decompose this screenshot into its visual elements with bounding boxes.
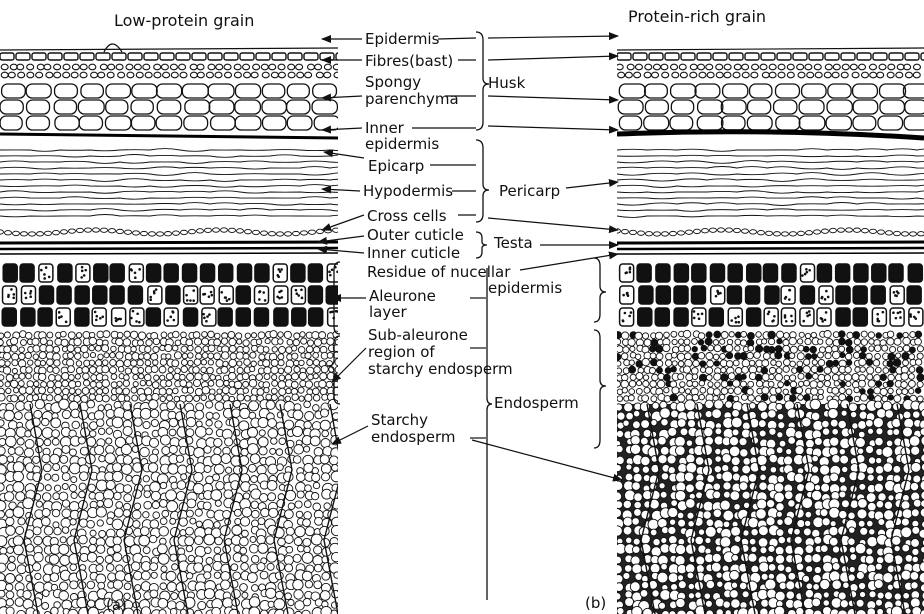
label-hypodermis: Hypodermis xyxy=(363,182,453,200)
panel-b-title: Protein-rich grain xyxy=(628,7,766,26)
arrow-residue-right xyxy=(520,254,618,270)
label-spongy-1: Spongy xyxy=(365,73,421,91)
label-cross-cells: Cross cells xyxy=(367,207,447,225)
group-pericarp: Pericarp xyxy=(499,182,560,200)
panel-a-drawing xyxy=(0,44,360,614)
panel-b-cross-cells xyxy=(614,228,924,236)
label-sub-aleurone-1: Sub-aleurone xyxy=(368,326,468,344)
panel-a-caption: (a) xyxy=(106,596,127,614)
panel-b-starchy-endosperm xyxy=(612,399,924,614)
panel-b-drawing xyxy=(612,25,924,614)
arrow-spongy-left xyxy=(322,96,362,98)
panel-b-caption: (b) xyxy=(585,594,606,612)
brace-pericarp xyxy=(476,140,489,222)
arrow-spongy-right xyxy=(488,96,618,100)
panel-a-inner-epidermis-band xyxy=(0,134,338,138)
label-starchy-1: Starchy xyxy=(371,411,428,429)
brace-right-aleurone xyxy=(594,258,606,322)
group-testa: Testa xyxy=(493,234,533,252)
brace-right-endosperm xyxy=(594,330,606,448)
brace-testa xyxy=(476,232,487,258)
arrow-pericarp-right xyxy=(566,182,618,188)
arrow-cross-left xyxy=(322,215,364,230)
label-aleurone-2: layer xyxy=(369,303,407,321)
arrow-inner-right xyxy=(488,126,618,130)
arrow-epicarp-left xyxy=(324,152,364,158)
pointer-arrows xyxy=(318,36,622,480)
panel-b-sub-aleurone-region xyxy=(614,330,924,402)
panel-a-epidermis xyxy=(0,44,350,60)
panel-a-cuticles xyxy=(0,242,338,254)
panel-b-spongy-parenchyma xyxy=(618,84,924,130)
panel-a-cross-cells xyxy=(0,228,340,236)
label-outer-cuticle: Outer cuticle xyxy=(367,226,464,244)
panel-a-title: Low-protein grain xyxy=(114,11,254,30)
label-spongy-2: parenchyma xyxy=(365,90,459,108)
arrow-outer-cuticle-left xyxy=(318,236,364,242)
label-inner-2: epidermis xyxy=(365,135,439,153)
panel-a-spongy-parenchyma xyxy=(0,84,340,130)
panel-b-epidermis xyxy=(617,25,924,60)
group-husk: Husk xyxy=(488,74,526,92)
panel-a-sub-aleurone-region xyxy=(0,331,342,403)
label-epidermis: Epidermis xyxy=(365,30,440,48)
group-endosperm: Endosperm xyxy=(494,394,579,412)
label-sub-aleurone-2: region of xyxy=(368,343,435,361)
panel-a-fibres xyxy=(1,64,341,78)
label-sub-aleurone-3: starchy endosperm xyxy=(368,360,513,378)
arrow-starchy-right xyxy=(472,440,622,480)
label-inner-cuticle: Inner cuticle xyxy=(367,244,460,262)
panel-b-epicarp-hypodermis xyxy=(617,149,924,218)
label-fibres: Fibres(bast) xyxy=(365,52,453,70)
panel-b-aleurone-layer xyxy=(620,264,923,326)
panel-a-aleurone-layer xyxy=(2,264,341,326)
arrow-hypodermis-left xyxy=(322,189,360,191)
panel-a-starchy-endosperm xyxy=(0,399,342,614)
label-residue-2: epidermis xyxy=(488,279,562,297)
arrow-fibres-right xyxy=(488,56,618,60)
brace-endosperm xyxy=(487,268,492,600)
panel-b-inner-epidermis-band xyxy=(617,132,924,138)
panel-a-epicarp-hypodermis xyxy=(0,149,360,217)
panel-b-cuticles xyxy=(617,242,924,254)
arrow-inner-left xyxy=(322,128,362,130)
arrow-cross-right xyxy=(488,218,618,230)
label-starchy-2: endosperm xyxy=(371,428,456,446)
panel-b-fibres xyxy=(616,64,920,78)
arrow-epidermis-right xyxy=(488,36,618,38)
label-epicarp: Epicarp xyxy=(368,157,424,175)
